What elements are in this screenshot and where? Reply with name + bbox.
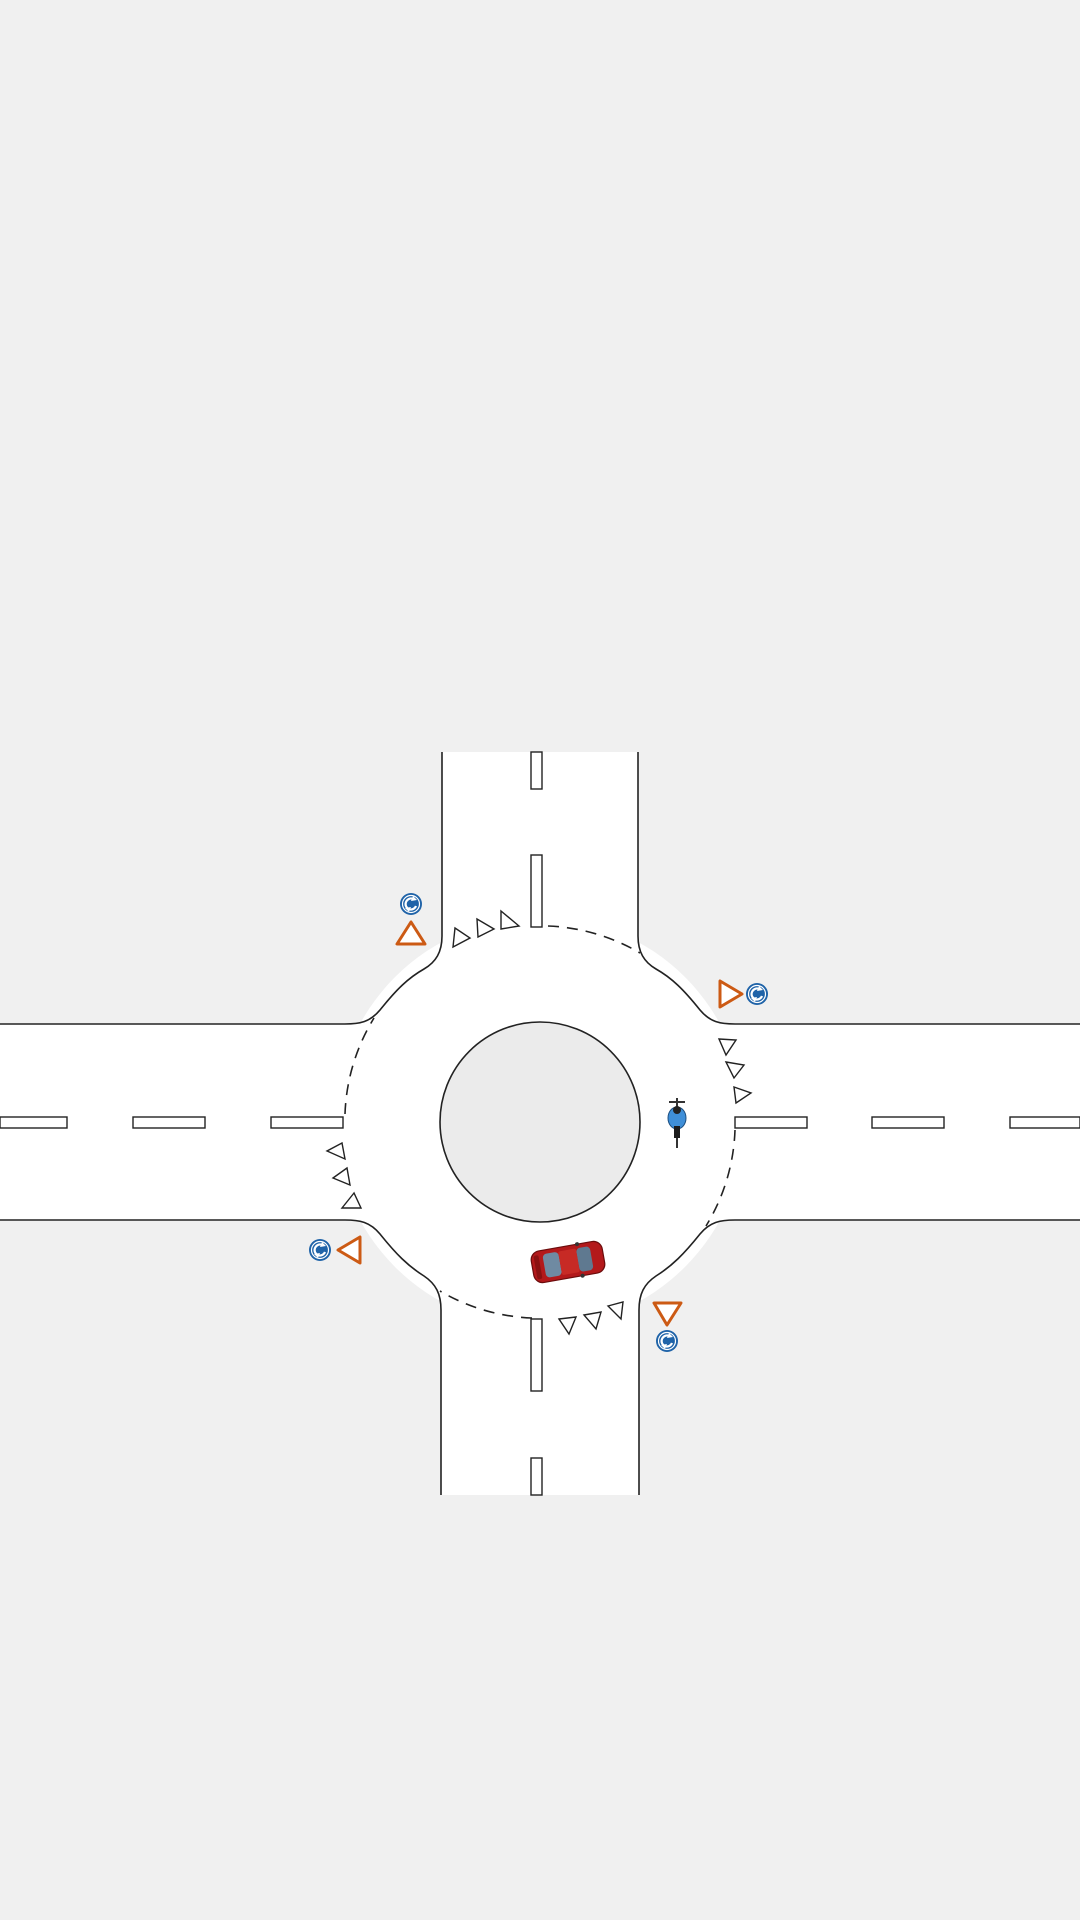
yield-teeth-east xyxy=(717,1038,753,1105)
roundabout-sign-icon xyxy=(307,1237,333,1263)
lane-markings xyxy=(0,751,1080,1496)
road-edge-ne xyxy=(637,752,1080,1025)
give-way-lines xyxy=(344,925,736,1319)
road-edges xyxy=(0,752,1080,1495)
sign-group-east xyxy=(718,979,770,1009)
bicycle-icon xyxy=(667,1098,687,1148)
give-way-line-west xyxy=(344,1017,375,1115)
roundabout-sign-icon xyxy=(654,1328,680,1354)
give-way-line-south xyxy=(439,1290,533,1319)
give-way-line-east xyxy=(705,1129,736,1227)
yield-sign-icon xyxy=(652,1301,683,1327)
yield-teeth-north xyxy=(452,909,521,949)
car-icon xyxy=(530,1240,606,1284)
sign-group-south xyxy=(652,1301,683,1354)
yield-sign-icon xyxy=(336,1235,362,1265)
central-island xyxy=(439,1021,641,1223)
sign-group-west xyxy=(307,1235,362,1265)
roundabout-sign-icon xyxy=(398,891,424,917)
road-edge-se xyxy=(638,1219,1080,1495)
yield-teeth-south xyxy=(557,1301,624,1336)
yield-sign-icon xyxy=(718,979,744,1009)
road-edge-sw xyxy=(0,1219,442,1495)
sign-group-north xyxy=(395,891,427,946)
yield-teeth-west xyxy=(325,1141,363,1209)
roundabout-sign-icon xyxy=(744,981,770,1007)
give-way-line-north xyxy=(547,925,641,954)
road-edge-nw xyxy=(0,752,443,1025)
yield-sign-icon xyxy=(395,920,427,946)
